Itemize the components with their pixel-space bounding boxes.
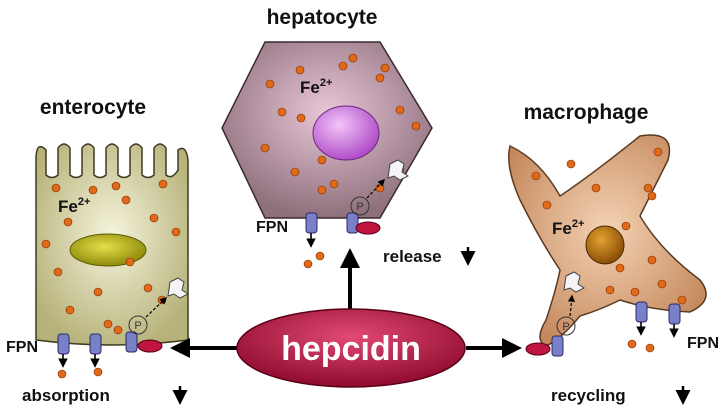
enterocyte-fpn-channels — [57, 333, 102, 368]
enterocyte-iron-dots — [41, 179, 181, 335]
hepatocyte-p-label: P — [356, 201, 363, 213]
hepatocyte-fpn-channel — [305, 212, 318, 248]
hepatocyte-fe-label: Fe2+ — [300, 77, 332, 97]
enterocyte-fpn-label: FPN — [6, 339, 38, 356]
hepcidin-ellipse — [236, 308, 466, 388]
macrophage-bound-fpn: P — [525, 271, 585, 357]
hepatocyte-degraded-fpn-icon — [387, 159, 409, 181]
macrophage-fpn-channels — [635, 301, 681, 338]
macrophage-label: macrophage — [524, 101, 649, 124]
absorption-label: absorption — [22, 386, 110, 405]
macrophage-degraded-fpn-icon — [563, 271, 585, 293]
enterocyte-label: enterocyte — [40, 96, 146, 119]
hepatocyte-released-iron — [303, 251, 325, 269]
hepatocyte-nucleus — [312, 105, 380, 161]
macrophage-fe-label: Fe2+ — [552, 218, 584, 238]
enterocyte-nucleus — [69, 233, 147, 267]
macrophage-nucleus — [585, 225, 625, 265]
hepatocyte-fpn-label: FPN — [256, 219, 288, 236]
hepatocyte-bound-fpn: P — [346, 159, 409, 235]
hepatocyte-iron-dots — [260, 53, 421, 195]
enterocyte-bound-fpn: P — [125, 277, 189, 353]
macrophage-recycled-iron — [627, 339, 655, 353]
macrophage-fpn-label: FPN — [687, 335, 719, 352]
hepcidin-label: hepcidin — [281, 330, 421, 368]
enterocyte-degraded-fpn-icon — [167, 277, 189, 299]
enterocyte-p-label: P — [134, 320, 141, 332]
macrophage-p-label: P — [562, 321, 569, 333]
enterocyte-fe-label: Fe2+ — [58, 196, 90, 216]
release-label: release — [383, 247, 442, 266]
macrophage-iron-dots — [531, 147, 687, 305]
recycling-label: recycling — [551, 386, 626, 405]
enterocyte-absorbed-iron — [57, 367, 103, 379]
hepatocyte-label: hepatocyte — [267, 6, 378, 29]
